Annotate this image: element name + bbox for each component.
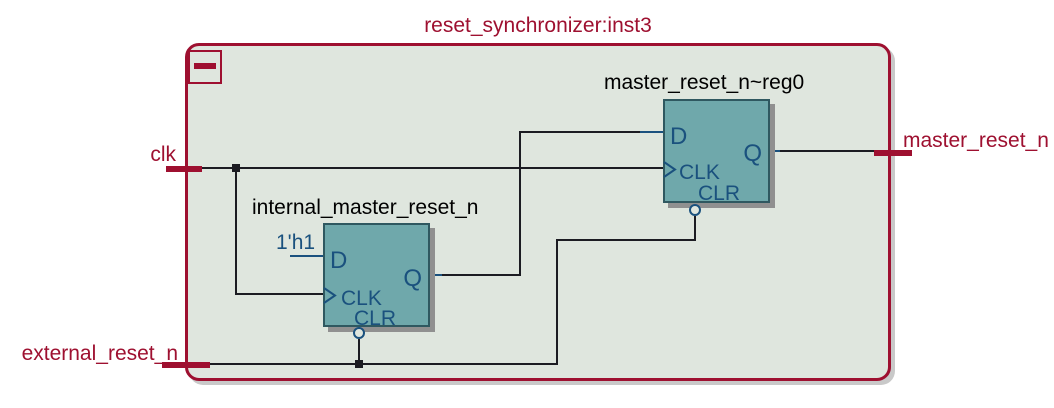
ff-label-internal-master-reset-n: internal_master_reset_n: [252, 196, 479, 219]
clr-inverter-bubble-left: [353, 327, 365, 339]
port-clr-label: CLR: [354, 307, 397, 330]
flipflop-master-reset-n-reg0[interactable]: D CLK CLR Q: [663, 99, 770, 205]
net-to-reg0-d[interactable]: [519, 131, 664, 133]
pin-clk[interactable]: [166, 166, 202, 172]
clock-edge-icon: [663, 161, 677, 178]
pin-label-clk: clk: [150, 143, 176, 166]
junction-dot-external-reset: [355, 360, 363, 368]
pin-label-external-reset-n: external_reset_n: [21, 342, 178, 365]
net-clk-to-left-ff[interactable]: [235, 293, 323, 295]
pin-master-reset-n[interactable]: [874, 150, 912, 156]
port-clk-label: CLK: [679, 161, 720, 184]
net-external-reset-vertical[interactable]: [556, 239, 558, 365]
net-right-clr-drop[interactable]: [694, 216, 696, 241]
pin-label-master-reset-n: master_reset_n: [903, 129, 1049, 152]
pin-external-reset-n[interactable]: [162, 362, 210, 368]
port-clr-label: CLR: [698, 182, 741, 205]
collapse-button[interactable]: [188, 50, 222, 84]
clr-inverter-bubble-right: [689, 204, 701, 216]
constant-1h1: 1'h1: [276, 231, 316, 254]
net-left-clr-drop[interactable]: [358, 339, 360, 365]
net-external-reset-horizontal[interactable]: [202, 363, 558, 365]
clock-edge-icon: [323, 287, 337, 304]
net-reg0-q-to-output[interactable]: [768, 150, 876, 152]
port-d-label: D: [670, 123, 688, 150]
stub-right-d: [640, 131, 664, 133]
net-clk-branch-vertical[interactable]: [235, 168, 237, 294]
stub-right-q: [768, 150, 780, 152]
net-internal-q-horizontal[interactable]: [430, 274, 521, 276]
module-title: reset_synchronizer:inst3: [424, 14, 652, 37]
flipflop-internal-master-reset-n[interactable]: D CLK CLR Q: [323, 223, 430, 330]
ff-label-master-reset-n-reg0: master_reset_n~reg0: [604, 71, 805, 94]
minus-icon: [194, 62, 216, 69]
net-clk-horizontal[interactable]: [202, 167, 664, 169]
port-q-label: Q: [743, 140, 762, 167]
port-d-label: D: [330, 247, 348, 274]
port-clk-label: CLK: [341, 287, 382, 310]
stub-left-q: [430, 274, 442, 276]
net-internal-q-vertical[interactable]: [519, 132, 521, 276]
stub-const-to-d: [290, 255, 323, 257]
junction-dot-clk: [232, 164, 240, 172]
port-q-label: Q: [403, 265, 422, 292]
net-external-reset-mid[interactable]: [556, 239, 696, 241]
module-boundary[interactable]: [185, 43, 891, 381]
